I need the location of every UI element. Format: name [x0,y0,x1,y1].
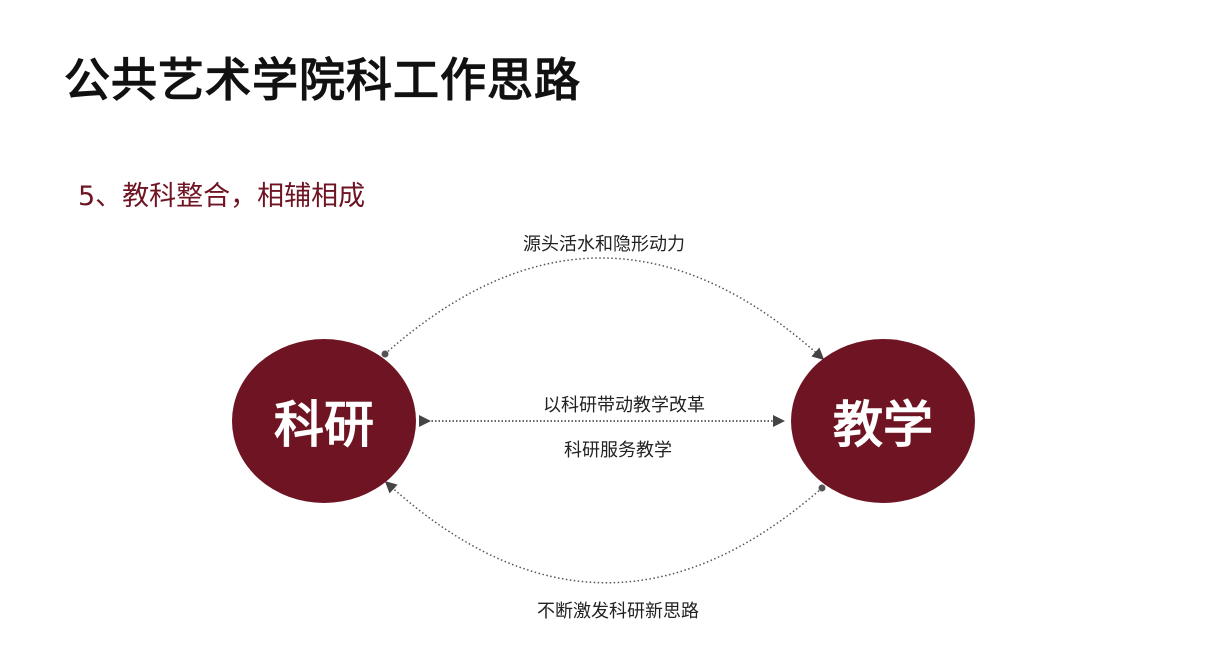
section-subtitle: 5、教科整合，相辅相成 [78,181,366,212]
top-arc-arrow [384,257,825,361]
bottom-arc-start-dot [818,484,826,492]
research-node: 科研 [232,339,416,503]
top-arc-start-dot [381,350,389,358]
research-node-label: 科研 [274,396,374,454]
middle-bottom-label: 科研服务教学 [564,440,672,461]
top-arc-label: 源头活水和隐形动力 [523,234,685,255]
page-title: 公共艺术学院科工作思路 [64,53,581,107]
teaching-node-label: 教学 [833,396,933,454]
bottom-arc-label: 不断激发科研新思路 [537,601,699,622]
teaching-node: 教学 [791,339,975,503]
middle-top-label: 以科研带动教学改革 [543,395,705,416]
bottom-arc-arrow [384,480,823,584]
